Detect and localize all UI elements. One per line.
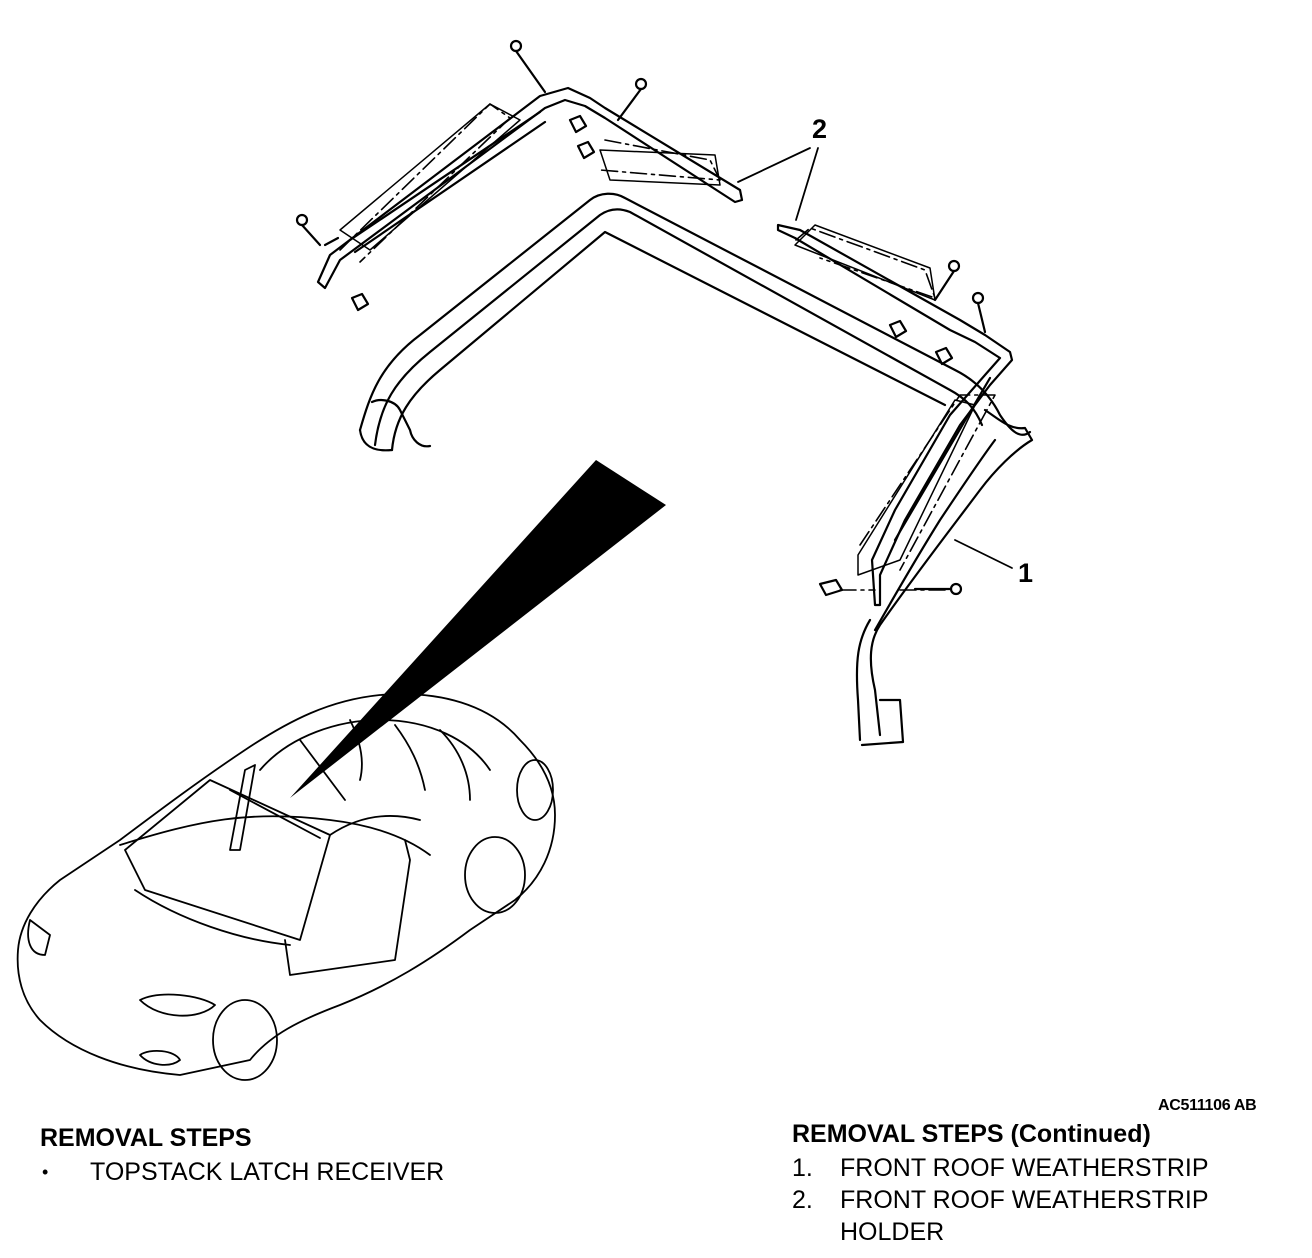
bullet-marker: • (42, 1162, 49, 1182)
list-item: 2. FRONT ROOF WEATHERSTRIP HOLDER (792, 1184, 1292, 1248)
exploded-view-diagram (16, 39, 1034, 1081)
callout-label-1: 1 (1018, 558, 1034, 588)
removal-steps-continued-heading: REMOVAL STEPS (Continued) (792, 1120, 1151, 1148)
clip-fasteners (350, 114, 954, 597)
removal-steps-continued-list: 1. FRONT ROOF WEATHERSTRIP 2. FRONT ROOF… (792, 1152, 1292, 1248)
list-item: • TOPSTACK LATCH RECEIVER (40, 1156, 560, 1188)
list-item: 1. FRONT ROOF WEATHERSTRIP (792, 1152, 1292, 1184)
location-pointer (290, 460, 666, 798)
removal-steps-list: • TOPSTACK LATCH RECEIVER (40, 1156, 560, 1188)
step-text: FRONT ROOF WEATHERSTRIP HOLDER (840, 1186, 1209, 1246)
step-text: TOPSTACK LATCH RECEIVER (90, 1158, 445, 1186)
callout-leaders (737, 147, 1013, 569)
step-text: FRONT ROOF WEATHERSTRIP (840, 1154, 1209, 1182)
front-roof-weatherstrip (358, 192, 1034, 747)
step-number: 2. (792, 1186, 813, 1214)
step-number: 1. (792, 1154, 813, 1182)
screw-fasteners (295, 39, 987, 596)
figure-reference-code: AC511106 AB (1158, 1097, 1257, 1114)
removal-steps-heading: REMOVAL STEPS (40, 1124, 252, 1152)
weatherstrip-holder-left (316, 86, 744, 290)
adhesive-strips (339, 103, 976, 576)
removal-steps-section: REMOVAL STEPS • TOPSTACK LATCH RECEIVER (40, 1122, 560, 1188)
removal-steps-continued-section: REMOVAL STEPS (Continued) 1. FRONT ROOF … (792, 1118, 1292, 1248)
assembly-guide-lines (339, 103, 996, 591)
vehicle-illustration (16, 693, 556, 1081)
callout-label-2: 2 (812, 114, 828, 144)
